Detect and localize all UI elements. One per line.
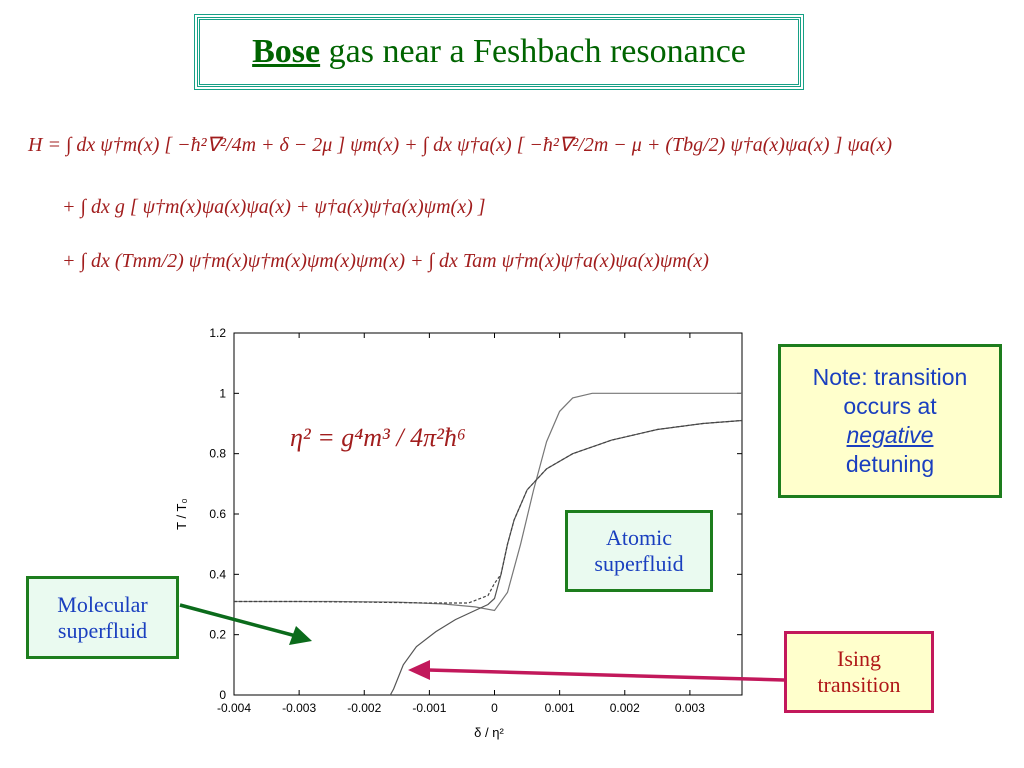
atomic-line-1: Atomic [606,525,672,550]
atomic-line-2: superfluid [594,551,684,576]
y-tick-label: 0.2 [209,628,226,642]
hamiltonian-line-3: + ∫ dx (Tmm/2) ψ†m(x)ψ†m(x)ψm(x)ψm(x) + … [62,250,709,272]
y-tick-label: 0.4 [209,567,226,581]
molecular-arrow [179,603,297,638]
title-rest: gas near a Feshbach resonance [320,33,746,70]
molecular-line-1: Molecular [57,591,148,617]
x-tick-label: -0.002 [347,701,381,715]
ising-arrow-head [408,660,430,680]
page-title: Bose gas near a Feshbach resonance [252,33,746,71]
note-negative: negative [846,422,934,448]
molecular-superfluid-label: Molecular superfluid [26,576,179,659]
x-tick-label: -0.001 [412,701,446,715]
y-tick-label: 0 [219,688,226,702]
note-line-2: occurs at [843,393,937,419]
atomic-superfluid-label: Atomic superfluid [565,510,713,592]
x-tick-label: 0.003 [675,701,705,715]
y-tick-label: 1 [219,386,226,400]
x-axis-label: δ / η² [474,725,504,740]
ising-arrow [427,668,785,682]
note-box: Note: transition occurs at negative detu… [778,344,1002,498]
hamiltonian-line-2: + ∫ dx g [ ψ†m(x)ψa(x)ψa(x) + ψ†a(x)ψ†a(… [62,196,486,218]
y-tick-label: 0.6 [209,507,226,521]
ising-transition-label: Ising transition [784,631,934,713]
molecular-line-2: superfluid [57,617,148,643]
y-tick-label: 1.2 [209,326,226,340]
series-line-3 [234,419,743,604]
x-tick-label: -0.003 [282,701,316,715]
ising-line-2: transition [817,672,901,697]
hamiltonian-line-1: H = ∫ dx ψ†m(x) [ −ħ²∇²/4m + δ − 2μ ] ψm… [28,134,892,156]
x-tick-label: 0.001 [545,701,575,715]
x-tick-label: 0 [491,701,498,715]
x-tick-label: -0.004 [217,701,251,715]
eta-formula: η² = g⁴m³ / 4π²ħ⁶ [290,423,466,452]
note-line-1: Note: transition [812,364,968,390]
x-tick-label: 0.002 [610,701,640,715]
title-bose: Bose [252,33,321,70]
note-line-4: detuning [845,451,935,477]
y-tick-label: 0.8 [209,447,226,461]
molecular-arrow-head [289,626,312,645]
y-axis-label: T / T₀ [174,498,189,530]
ising-line-1: Ising [837,646,881,671]
title-box: Bose gas near a Feshbach resonance [194,14,804,90]
